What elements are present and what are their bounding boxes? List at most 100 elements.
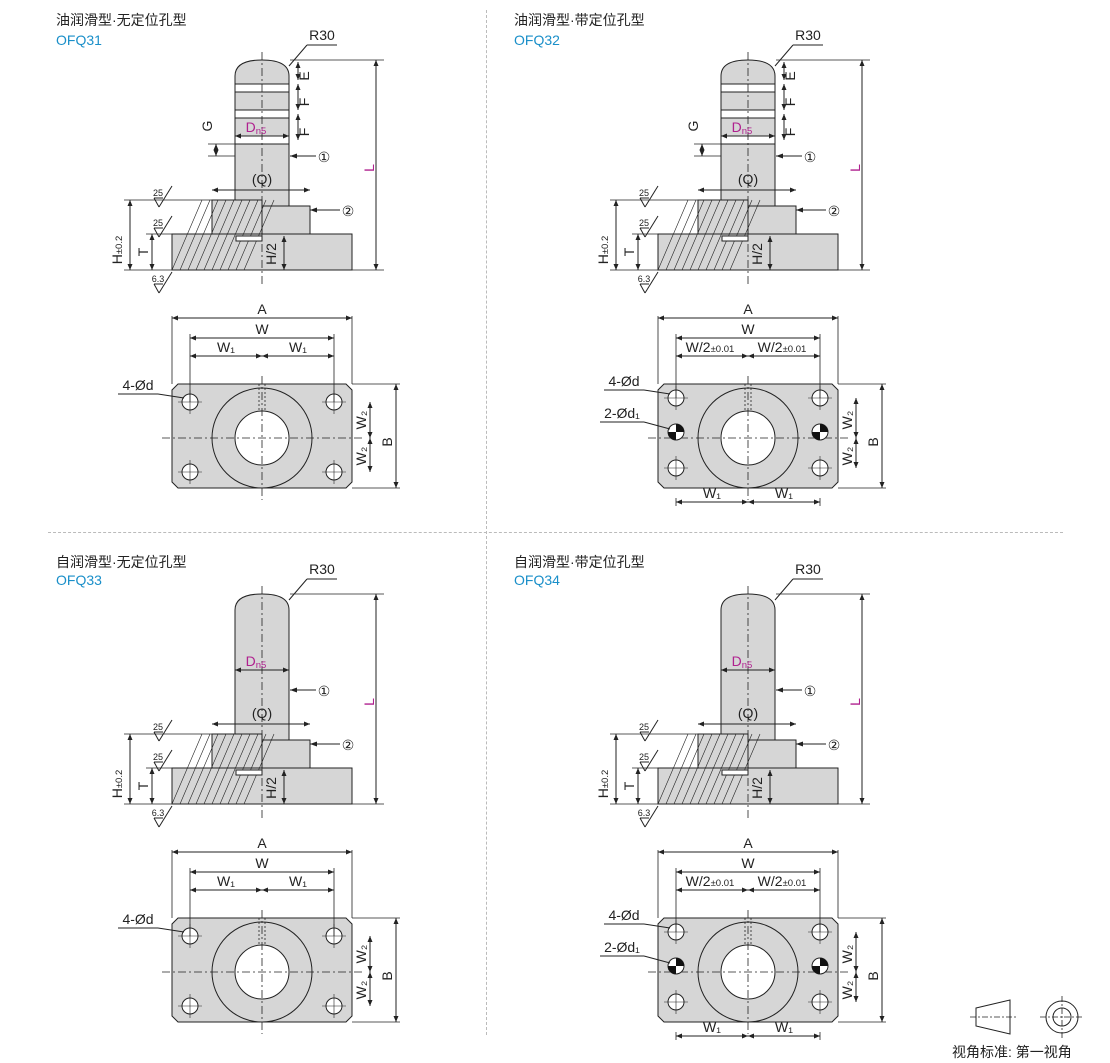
section-hatch [673, 199, 705, 271]
t-dimension-arrow [635, 768, 641, 774]
section-hatch [705, 733, 737, 805]
a-dimension-arrow [832, 849, 838, 855]
l-dimension-arrow [859, 594, 865, 600]
roughness-25 [158, 749, 173, 772]
ef-label: F [296, 98, 312, 107]
w1-dimension-arrow [676, 1033, 682, 1039]
q-dimension-arrow [212, 187, 218, 193]
section-hatch [697, 199, 729, 271]
locating-hole-mark [676, 424, 684, 432]
locating-hole-mark [812, 432, 820, 440]
callout-2: ② [342, 203, 355, 219]
section-hatch [227, 733, 259, 805]
w1-label: W₁ [703, 485, 721, 501]
roughness-63 [639, 283, 646, 294]
cell-code-ofq33: OFQ33 [56, 572, 102, 588]
w-label: W [741, 321, 755, 337]
section-hatch [681, 733, 713, 805]
a-dimension-arrow [346, 315, 352, 321]
d-dimension-arrow [235, 133, 241, 139]
locating-hole-mark [676, 958, 684, 966]
d-dimension-arrow [283, 667, 289, 673]
locating-hole-mark [812, 966, 820, 974]
roughness-25 [644, 185, 659, 208]
leader-arrow [776, 687, 783, 693]
roughness-63-value: 6.3 [152, 808, 165, 818]
section-hatch [195, 733, 227, 805]
w2-label: W₂ [353, 411, 369, 430]
ef-dimension-arrow [295, 62, 301, 68]
hole4-leader [643, 923, 671, 929]
section-hatch [673, 733, 705, 805]
hole4-leader [157, 927, 185, 933]
l-label: L [847, 698, 863, 706]
q-dimension-arrow [698, 721, 704, 727]
section-hatch [219, 199, 251, 271]
b-dimension-arrow [393, 482, 399, 488]
w-dimension-arrow [328, 869, 334, 875]
cell-title-ofq33: 自润滑型·无定位孔型 [56, 554, 187, 570]
r30-leader [288, 44, 308, 67]
whalf-label: W/2±0.01 [686, 339, 735, 355]
hole4-label: 4-Ød [122, 377, 153, 393]
roughness-25 [644, 719, 659, 742]
ef-dimension-arrow [295, 74, 301, 80]
w1-dimension-arrow [676, 499, 682, 505]
g-label: G [685, 121, 701, 132]
d-label: Dn5 [246, 653, 267, 671]
roughness-25 [153, 227, 160, 238]
w2-dimension-arrow [853, 996, 859, 1002]
q-label: (Q) [252, 171, 272, 187]
b-label: B [865, 437, 881, 446]
section-hatch [729, 733, 761, 805]
section-hatch [179, 199, 211, 271]
w1-dimension-arrow [328, 353, 334, 359]
w1-dimension-arrow [256, 353, 262, 359]
ef-label: F [782, 98, 798, 107]
a-dimension-arrow [172, 849, 178, 855]
b-dimension-arrow [393, 384, 399, 390]
cell-code-ofq32: OFQ32 [514, 32, 560, 48]
w-label: W [255, 321, 269, 337]
t-label: T [621, 781, 637, 790]
t-dimension-arrow [635, 264, 641, 270]
set-screw [235, 769, 263, 776]
hole2-leader [643, 955, 671, 964]
h-dimension-arrow [127, 200, 133, 206]
d-dimension-arrow [721, 133, 727, 139]
hole2-leader [643, 421, 671, 430]
w2-dimension-arrow [367, 402, 373, 408]
ef-dimension-arrow [781, 114, 787, 120]
w1-dimension-arrow [262, 353, 268, 359]
roughness-63 [158, 805, 173, 828]
b-label: B [379, 437, 395, 446]
section-hatch [689, 733, 721, 805]
d-label: Dn5 [732, 119, 753, 137]
l-dimension-arrow [373, 594, 379, 600]
section-hatch [657, 733, 689, 805]
ef-dimension-arrow [781, 74, 787, 80]
a-label: A [257, 301, 267, 317]
projection-standard-label: 视角标准: 第一视角 [952, 1044, 1072, 1060]
hole4-label: 4-Ød [608, 373, 639, 389]
section-hatch [187, 733, 219, 805]
roughness-63 [153, 817, 160, 828]
roughness-25 [158, 719, 173, 742]
w2-dimension-arrow [367, 432, 373, 438]
section-hatch [187, 199, 219, 271]
l-dimension-arrow [373, 798, 379, 804]
h2-label: H/2 [263, 243, 279, 265]
w1-label: W₁ [217, 873, 235, 889]
hole4-label: 4-Ød [608, 907, 639, 923]
w2-label: W₂ [839, 411, 855, 430]
q-dimension-arrow [212, 721, 218, 727]
hole4-leader [157, 393, 185, 399]
callout-2: ② [342, 737, 355, 753]
w2-dimension-arrow [367, 466, 373, 472]
d-dimension-arrow [283, 133, 289, 139]
section-hatch [179, 733, 211, 805]
callout-1: ① [804, 683, 817, 699]
